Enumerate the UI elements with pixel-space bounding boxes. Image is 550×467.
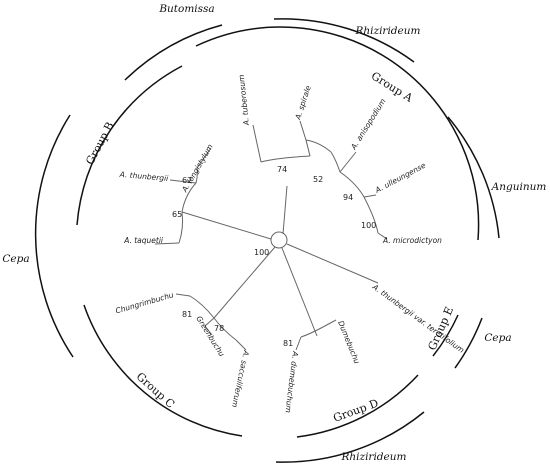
arc-butomissa (124, 24, 223, 81)
arc-group-c (83, 304, 243, 437)
leaf-label-ulleungense: A. ulleungense (373, 160, 428, 195)
group-label-c: Group C (134, 370, 177, 411)
branch-thunbergii (169, 179, 197, 184)
arc-anguinum (447, 116, 500, 239)
leaf-label-taquetii: A. taquetii (123, 236, 164, 245)
group-labels: Group A Group B Group C Group D Group E (83, 69, 456, 425)
leaf-label-chungrimbuchu: Chungrimbuchu (114, 290, 174, 315)
branch-sacculiferum (235, 339, 247, 351)
bootstrap-78: 78 (214, 324, 224, 333)
branch-spirale-node52 (305, 139, 311, 157)
branch-spirale (299, 120, 307, 141)
section-label-cepa-right: Cepa (484, 332, 511, 344)
arc-cepa-right (454, 317, 483, 369)
bootstrap-52: 52 (313, 175, 323, 184)
group-arcs (76, 26, 480, 438)
bootstrap-100-a: 100 (361, 221, 376, 230)
branch-ulleungense (363, 194, 377, 198)
leaf-label-dumebuchu: Dumebuchu (336, 319, 362, 365)
leaf-label-dumebuchum: A. dumebuchum (283, 350, 300, 414)
branch-nodeD-arc (300, 326, 324, 338)
branch-node74-arc (260, 155, 311, 163)
branch-tuberosum (252, 124, 262, 163)
leaf-label-longistylum: A. longistylum (180, 143, 215, 195)
branch-nodeC-arc (189, 295, 215, 319)
branch-dumebuchu (322, 319, 337, 328)
bootstrap-81-a: 81 (182, 310, 192, 319)
branch-node65-arc (178, 211, 184, 244)
leaf-label-thunbergii: A. thunbergii (118, 170, 169, 183)
root-node (270, 231, 288, 249)
section-label-rhizirideum-bottom: Rhizirideum (341, 451, 407, 463)
branch-node52 (305, 139, 332, 153)
arc-group-e (432, 314, 459, 357)
section-label-rhizirideum-top: Rhizirideum (355, 25, 421, 37)
branch-microdictyon (377, 232, 388, 240)
bootstrap-values: 74 52 94 100 62 65 100 81 78 81 (172, 165, 376, 348)
leaf-label-tuberosum: A. tuberosum (237, 74, 251, 126)
branch-chungrimbuchu (175, 293, 191, 297)
arc-group-a (195, 26, 480, 241)
leaf-label-anisopodium: A. anisopodium (349, 97, 388, 152)
group-label-b: Group B (83, 120, 116, 167)
section-label-cepa-left: Cepa (2, 253, 29, 265)
section-label-anguinum: Anguinum (491, 181, 547, 193)
branch-root-to-groupE (286, 243, 379, 284)
bootstrap-94: 94 (343, 193, 353, 202)
arc-cepa-left (34, 114, 74, 358)
arc-group-d (296, 374, 419, 438)
tree-branches (154, 120, 388, 351)
branch-node78 (213, 317, 237, 341)
branch-root-to-groupC (213, 246, 276, 319)
branch-dumebuchum (295, 336, 302, 351)
branch-node52-arc (330, 151, 341, 173)
arc-rhizirideum-top (273, 18, 415, 63)
bootstrap-65: 65 (172, 210, 182, 219)
branch-root-to-groupB (181, 211, 272, 240)
bootstrap-100-root: 100 (254, 248, 269, 257)
bootstrap-74: 74 (277, 165, 287, 174)
leaf-label-spirale: A. spirale (293, 84, 313, 122)
branch-taquetii (154, 242, 180, 245)
leaf-label-microdictyon: A. microdictyon (382, 236, 442, 245)
branch-root-to-groupA (282, 185, 288, 235)
leaf-label-sacculiferum: A. sacculiferum (230, 349, 251, 409)
branch-longistylum (196, 147, 212, 169)
section-arcs (34, 18, 500, 463)
branch-anisopodium (339, 151, 357, 173)
bootstrap-81-b: 81 (283, 339, 293, 348)
branch-node100 (363, 196, 379, 234)
section-label-butomissa: Butomissa (158, 3, 214, 15)
arc-rhizirideum-bottom (275, 411, 425, 463)
bootstrap-62: 62 (182, 176, 192, 185)
branch-greenbuchu (204, 325, 213, 336)
branch-node62-arc (195, 167, 198, 184)
branch-root-to-groupD (281, 247, 318, 337)
branch-node94 (339, 171, 365, 198)
section-labels: Butomissa Rhizirideum Anguinum Cepa Cepa… (2, 3, 546, 463)
arc-group-b (76, 65, 183, 226)
branch-node62 (181, 182, 197, 213)
branch-node78-arc (204, 317, 215, 327)
